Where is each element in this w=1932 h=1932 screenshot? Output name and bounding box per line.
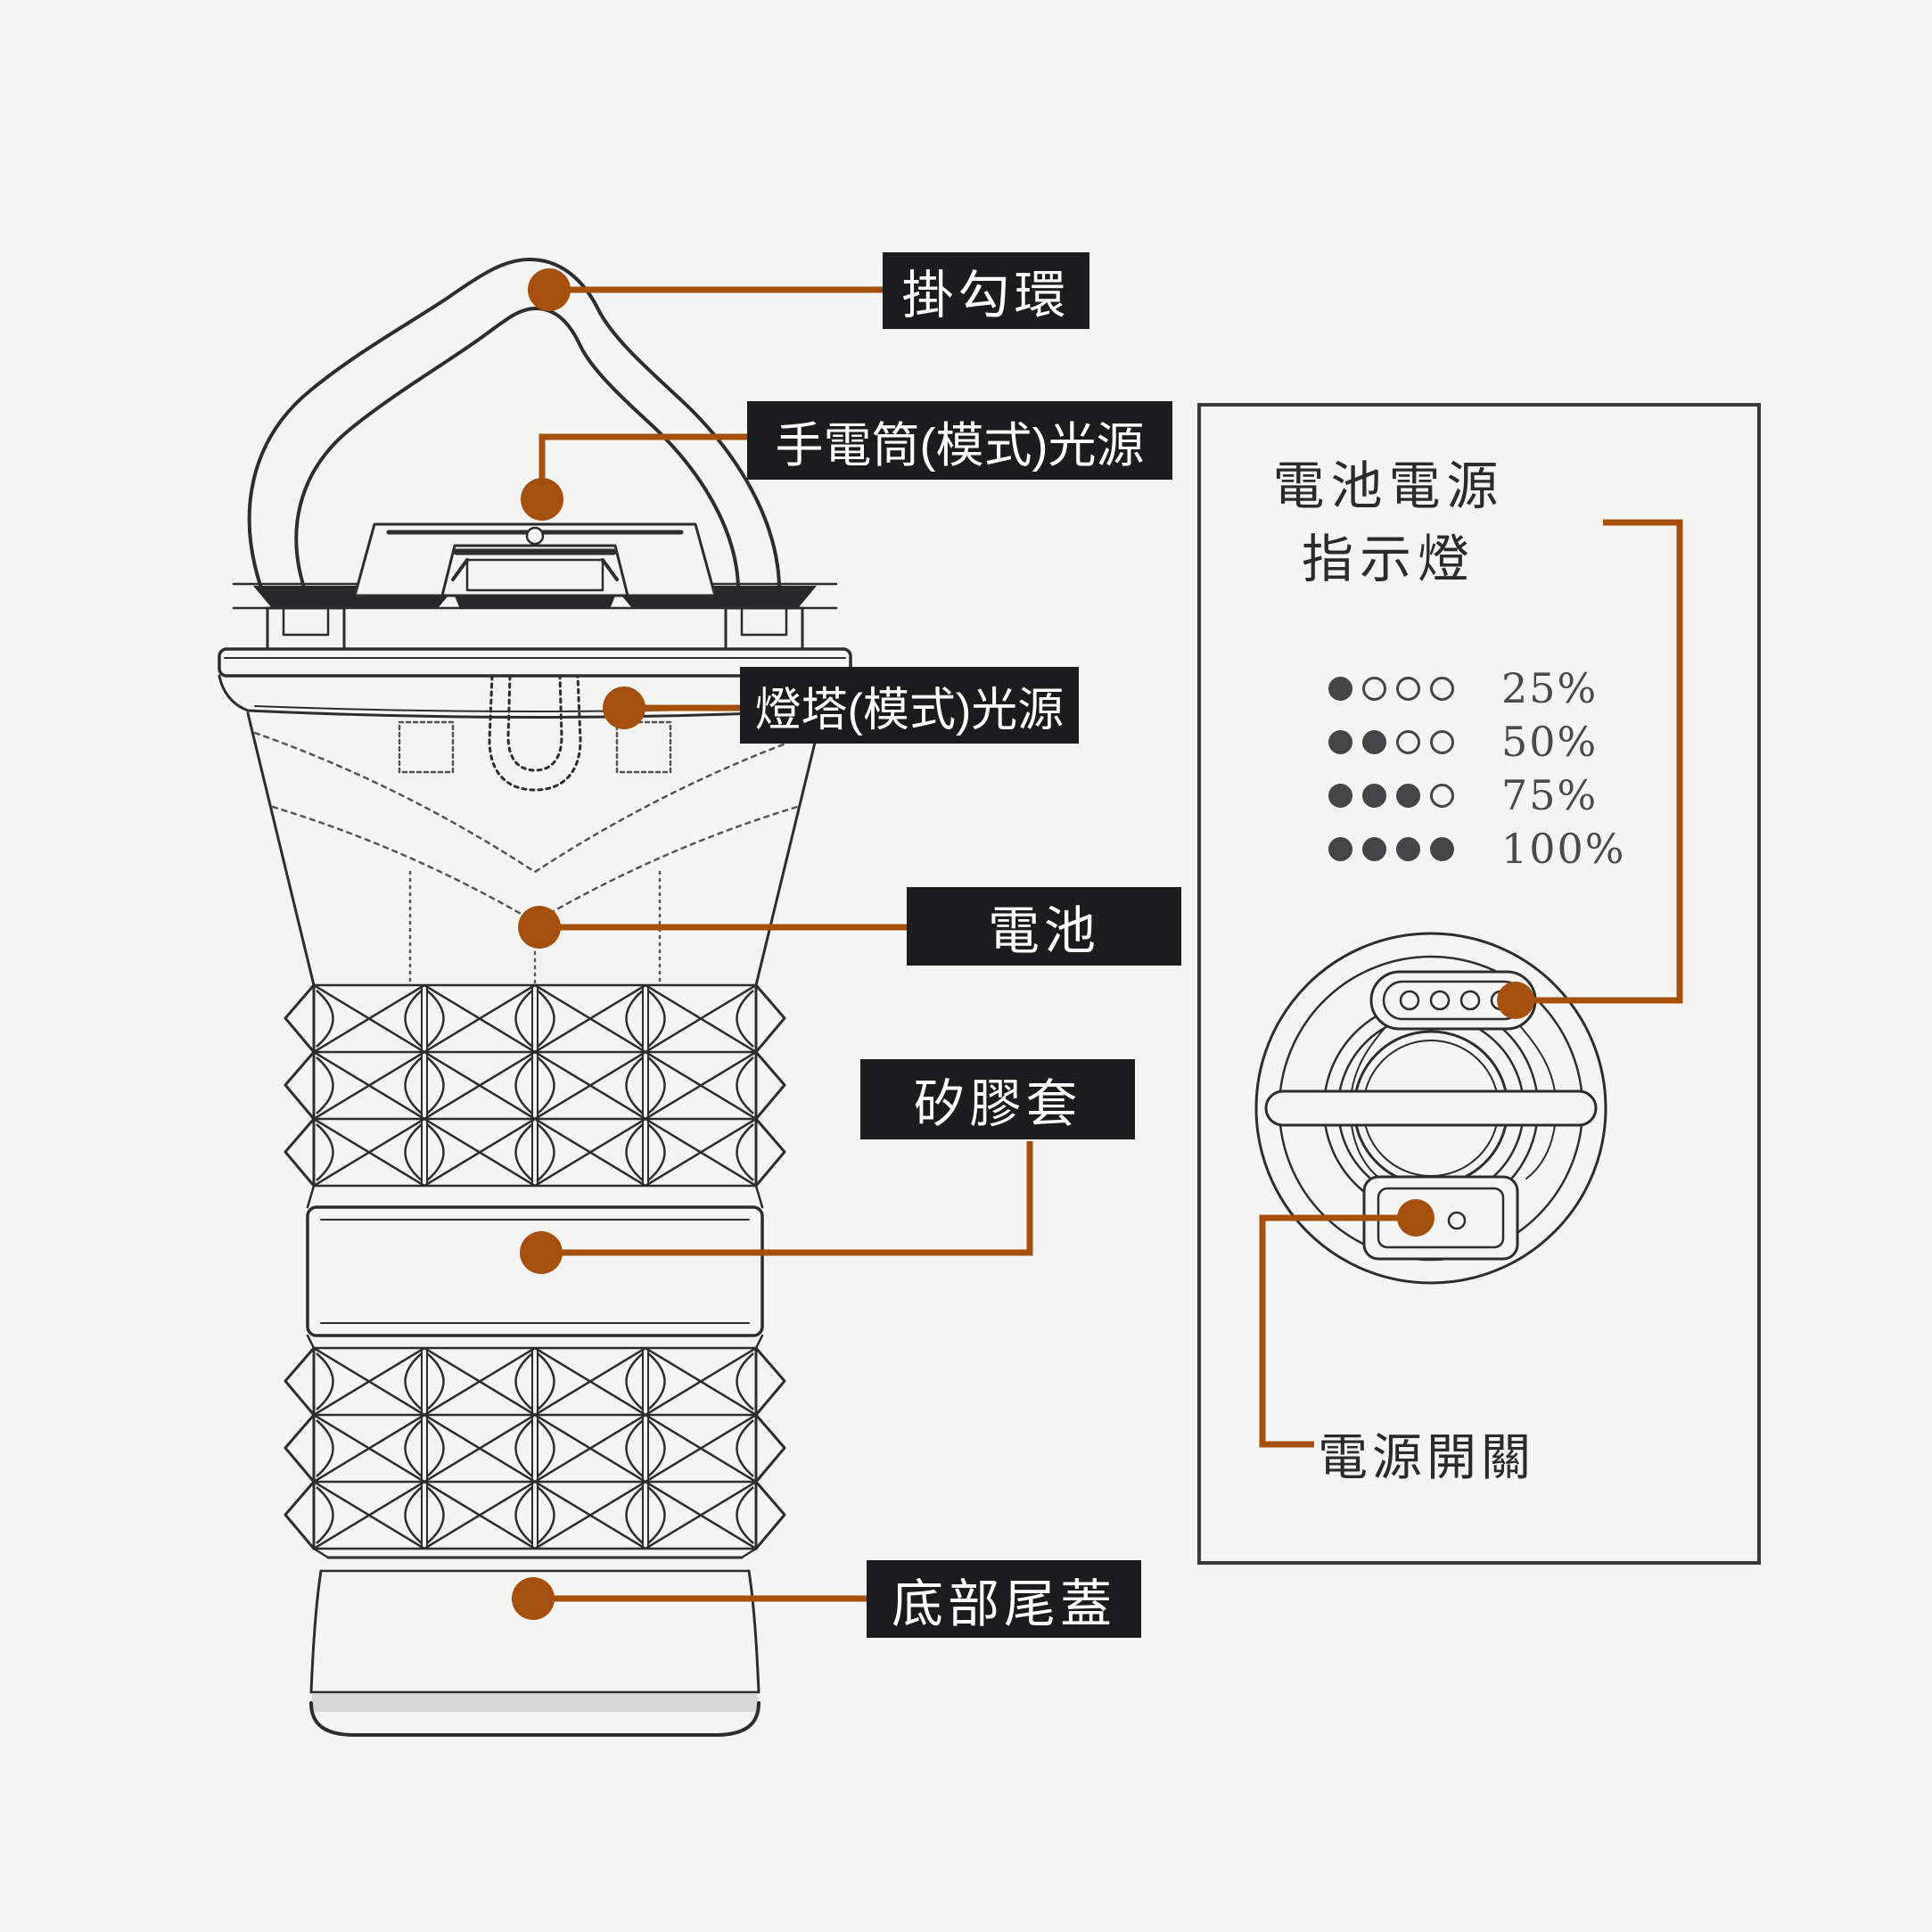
battery-level-row: 50%: [1328, 715, 1626, 769]
label-bottom-tail-cap: 底部尾蓋: [867, 1560, 1141, 1638]
stud-grip-lower: [284, 1346, 786, 1550]
cap-rim: [218, 647, 852, 719]
panel-title-line1: 電池電源: [1272, 457, 1505, 515]
label-battery: 電池: [907, 887, 1181, 966]
indicator-dot-filled: [1328, 676, 1352, 701]
dot-power-switch: [1397, 1199, 1435, 1237]
label-hook-ring: 掛勾環: [883, 252, 1089, 329]
dot-flashlight: [521, 478, 563, 521]
dot-battery: [518, 906, 561, 949]
leader-power-switch: [1259, 1214, 1416, 1448]
battery-level-row: 75%: [1328, 769, 1626, 822]
label-flashlight-mode-light: 手電筒(模式)光源: [747, 401, 1172, 480]
battery-pct-100: 100%: [1501, 825, 1626, 873]
bottom-view-drawing: [1254, 932, 1607, 1285]
leader-silicone: [541, 1141, 1033, 1256]
silicone-band: [306, 1205, 764, 1350]
dot-lighthouse: [603, 686, 645, 729]
hook-ring-handle: [247, 257, 782, 597]
battery-dots-25: [1328, 676, 1464, 701]
indicator-dot-filled: [1362, 729, 1386, 754]
battery-dots-100: [1328, 836, 1464, 861]
stud-grip-upper: [284, 983, 786, 1209]
callout-dots: [512, 268, 1534, 1620]
panel-title-line2: 指示燈: [1301, 530, 1476, 589]
indicator-dot-filled: [1362, 783, 1386, 808]
battery-level-row: 100%: [1328, 822, 1626, 876]
dot-contacts: [1497, 982, 1534, 1019]
battery-pct-50: 50%: [1501, 718, 1599, 766]
outer-ring: [1254, 932, 1607, 1285]
indicator-dot-empty: [1362, 676, 1386, 701]
indicator-dot-filled: [1328, 836, 1352, 861]
indicator-dot-filled: [1328, 729, 1352, 754]
leader-indicator: [1516, 519, 1683, 1004]
cap-latches: [266, 606, 804, 651]
battery-dots-50: [1328, 729, 1464, 754]
dot-tailcap: [512, 1577, 555, 1620]
battery-level-row: 25%: [1328, 662, 1626, 715]
battery-dots-75: [1328, 783, 1464, 808]
label-power-switch: 電源開關: [1318, 1429, 1535, 1485]
battery-indicator-panel: [1197, 403, 1761, 1565]
indicator-dot-filled: [1396, 783, 1420, 808]
battery-pct-25: 25%: [1501, 664, 1599, 712]
indicator-dot-empty: [1430, 729, 1454, 754]
label-silicone-sleeve: 矽膠套: [860, 1059, 1135, 1139]
indicator-dot-empty: [1396, 729, 1420, 754]
lens-nub: [525, 526, 545, 546]
panel-title: 電池電源 指示燈: [1235, 450, 1542, 597]
leader-flashlight: [538, 433, 749, 499]
leader-lines: [533, 286, 1683, 1602]
indicator-dot-filled: [1396, 836, 1420, 861]
flashlight-lens-assembly: [353, 522, 717, 597]
switch-led: [1447, 1211, 1467, 1230]
indicator-dot-empty: [1396, 676, 1420, 701]
indicator-dot-filled: [1362, 836, 1386, 861]
dot-silicone: [520, 1231, 563, 1274]
crossbar: [1264, 1089, 1598, 1127]
battery-pct-75: 75%: [1501, 771, 1599, 819]
dot-hook-ring: [528, 268, 571, 311]
indicator-dot-empty: [1430, 676, 1454, 701]
tail-cap: [309, 1547, 760, 1737]
battery-level-legend: 25% 50% 75% 100%: [1328, 662, 1626, 876]
indicator-dot-filled: [1430, 836, 1454, 861]
cap-u-channel: [488, 674, 582, 792]
label-lighthouse-mode-light: 燈塔(模式)光源: [740, 667, 1079, 744]
indicator-dot-empty: [1430, 783, 1454, 808]
indicator-dot-filled: [1328, 783, 1352, 808]
